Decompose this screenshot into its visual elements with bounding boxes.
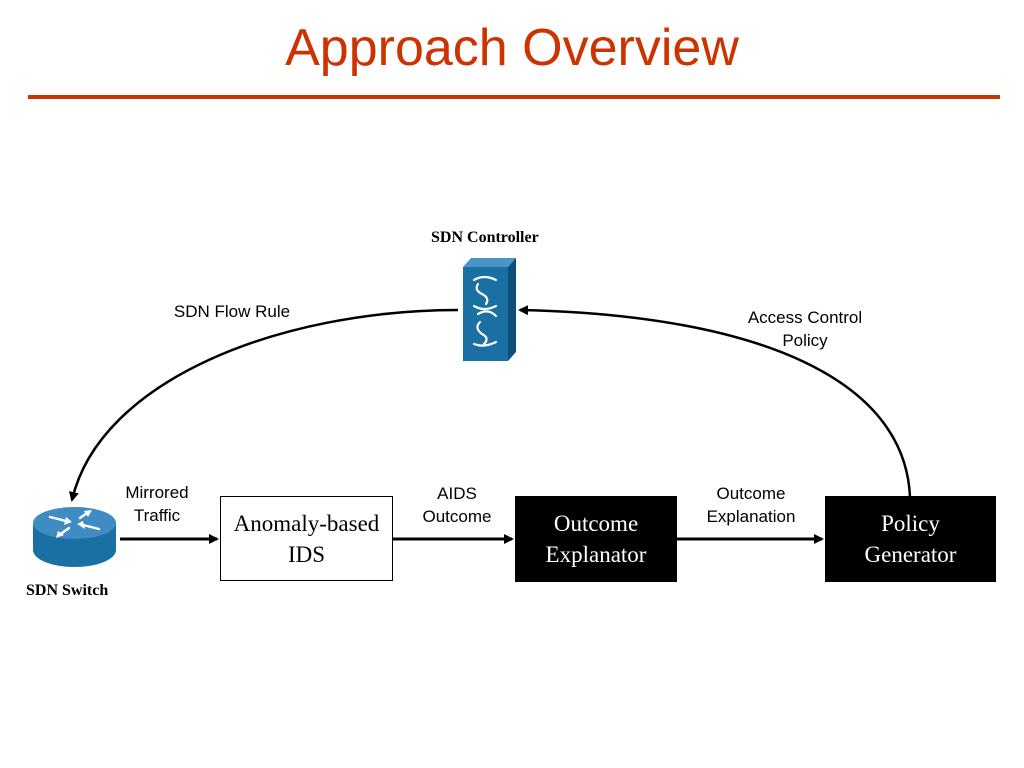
title-divider <box>28 95 1000 99</box>
page-title: Approach Overview <box>285 19 739 77</box>
flow-rule-label: SDN Flow Rule <box>173 302 291 321</box>
switch-label: SDN Switch <box>26 582 109 599</box>
controller-label: SDN Controller <box>431 229 539 246</box>
flow-rule-arrow <box>68 308 459 502</box>
outcome-explanator-box: Outcome Explanator <box>515 496 677 582</box>
server-icon <box>463 258 516 361</box>
policy-generator-box: Policy Generator <box>825 496 996 582</box>
router-icon <box>33 507 116 567</box>
access-policy-arrow <box>518 305 912 498</box>
anomaly-ids-box: Anomaly-based IDS <box>220 496 393 581</box>
outcome-explanation-label: Outcome Explanation <box>706 484 796 526</box>
mirrored-traffic-label: Mirrored Traffic <box>125 483 189 525</box>
aids-outcome-label: AIDS Outcome <box>422 484 492 526</box>
access-policy-label: Access Control Policy <box>747 308 863 350</box>
